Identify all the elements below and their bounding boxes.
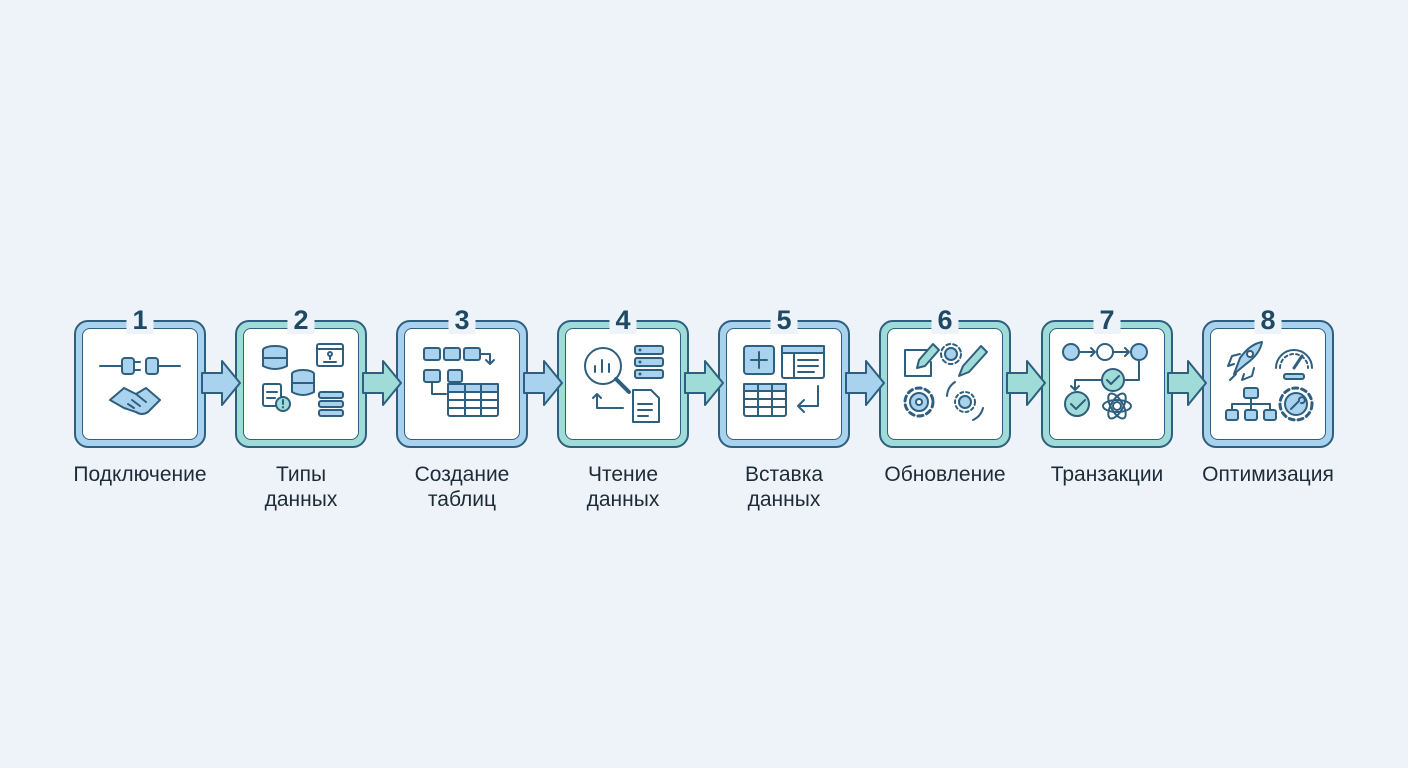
arrow-right-icon	[845, 360, 885, 406]
step-number: 3	[448, 306, 476, 334]
step-label-line: Транзакции	[1050, 463, 1164, 486]
step-label: Оптимизация	[1172, 462, 1364, 487]
step-card	[718, 320, 850, 448]
step-number: 5	[770, 306, 798, 334]
step-label-line: данных	[586, 488, 660, 511]
step-card	[74, 320, 206, 448]
step-number: 6	[931, 306, 959, 334]
table-insert-icon	[726, 328, 842, 440]
step-label-line: Обновление	[884, 463, 1006, 486]
step-number: 7	[1093, 306, 1121, 334]
step-card	[235, 320, 367, 448]
step-label-line: Чтение	[587, 463, 659, 486]
search-read-icon	[565, 328, 681, 440]
step-card	[557, 320, 689, 448]
arrow-right-icon	[201, 360, 241, 406]
step-card	[1041, 320, 1173, 448]
edit-gears-icon	[887, 328, 1003, 440]
step-number: 8	[1254, 306, 1282, 334]
step-number: 4	[609, 306, 637, 334]
plug-handshake-icon	[82, 328, 198, 440]
step-label-line: Оптимизация	[1202, 463, 1334, 486]
arrow-right-icon	[362, 360, 402, 406]
step-label: Подключение	[44, 462, 236, 487]
rocket-speed-icon	[1210, 328, 1326, 440]
step-label-line: Создание	[414, 463, 510, 486]
step-label: Типы данных	[205, 462, 397, 512]
arrow-right-icon	[684, 360, 724, 406]
step-label-line: данных	[264, 488, 338, 511]
step-card	[396, 320, 528, 448]
step-card	[1202, 320, 1334, 448]
step-label-line: Вставка	[744, 463, 824, 486]
step-label-line: таблиц	[427, 488, 497, 511]
transaction-flow-icon	[1049, 328, 1165, 440]
database-types-icon	[243, 328, 359, 440]
step-card	[879, 320, 1011, 448]
arrow-right-icon	[1167, 360, 1207, 406]
step-label-line: Типы	[275, 463, 327, 486]
step-label: Транзакции	[1011, 462, 1203, 487]
table-create-icon	[404, 328, 520, 440]
arrow-right-icon	[1006, 360, 1046, 406]
step-number: 2	[287, 306, 315, 334]
step-label-line: данных	[747, 488, 821, 511]
step-label: Вставка данных	[688, 462, 880, 512]
step-label: Чтение данных	[527, 462, 719, 512]
step-label-line: Подключение	[73, 463, 207, 486]
step-label: Создание таблиц	[366, 462, 558, 512]
step-number: 1	[126, 306, 154, 334]
arrow-right-icon	[523, 360, 563, 406]
step-label: Обновление	[849, 462, 1041, 487]
